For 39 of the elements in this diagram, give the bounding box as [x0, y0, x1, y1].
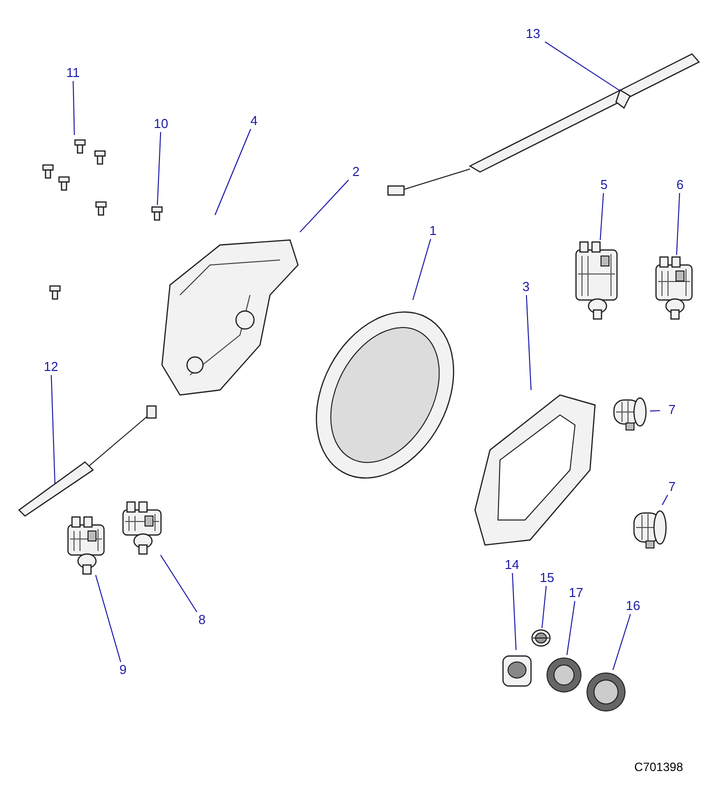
leader-line [512, 572, 517, 650]
callout-number: 3 [514, 279, 538, 295]
nut-ring-drawing [545, 655, 583, 695]
callout-number: 7 [660, 402, 684, 418]
callout-number: 15 [535, 570, 559, 586]
leader-line [300, 180, 350, 233]
leader-line [214, 128, 252, 216]
leader-line [662, 494, 668, 506]
leader-line [600, 192, 604, 240]
callout-number: 11 [61, 65, 85, 81]
callout-number: 14 [500, 557, 524, 573]
leader-line [95, 574, 122, 662]
callout-number: 12 [39, 359, 63, 375]
leader-line [72, 80, 75, 136]
callout-number: 7 [660, 479, 684, 495]
callout-number: 10 [149, 116, 173, 132]
callout-number: 17 [564, 585, 588, 601]
leader-line [566, 600, 576, 656]
callout-number: 8 [190, 612, 214, 628]
callout-number: 6 [668, 177, 692, 193]
leader-line [542, 586, 547, 628]
callout-number: 5 [592, 177, 616, 193]
leader-line [676, 192, 680, 256]
leader-line [50, 374, 56, 486]
callout-number: 9 [111, 662, 135, 678]
callout-number: 16 [621, 598, 645, 614]
drawing-number: C701398 [634, 760, 683, 774]
leader-line [412, 238, 432, 300]
callout-number: 4 [242, 113, 266, 129]
leader-line [526, 294, 532, 390]
callout-number: 1 [421, 223, 445, 239]
leader-line [650, 410, 660, 412]
callout-number: 2 [344, 164, 368, 180]
cover-ring-drawing [585, 670, 627, 714]
leader-line [156, 132, 162, 206]
callout-number: 13 [521, 26, 545, 42]
leader-line [160, 554, 198, 612]
leader-line [612, 614, 631, 670]
cap-drawing [530, 628, 552, 648]
